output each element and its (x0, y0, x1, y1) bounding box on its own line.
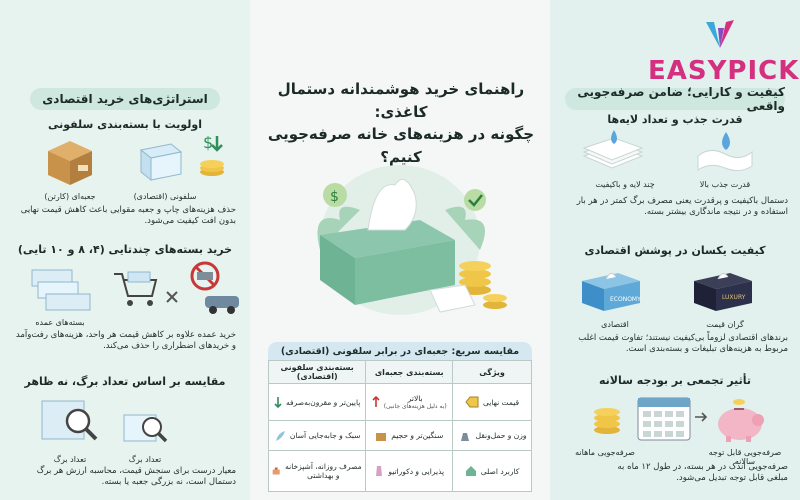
left-s1-title: اولویت با بسته‌بندی سلفونی (47, 118, 203, 131)
col-feature: ویژگی (452, 360, 532, 384)
kitchen-icon (272, 467, 280, 475)
bulk-packs-icon (31, 269, 91, 311)
right-header: کیفیت و کارایی؛ ضامن صرفه‌جویی واقعی (565, 85, 785, 113)
price-tag-icon (465, 396, 479, 408)
right-s3-desc: صرفه‌جویی اندک در هر بسته، در طول ۱۲ ماه… (617, 462, 788, 484)
feature-cell: وزن و حمل‌ونقل (452, 420, 532, 452)
layered-tissue-icon (582, 130, 644, 169)
box-cell: سنگین‌تر و حجیم (365, 420, 454, 452)
right-s1-title: قدرت جذب و تعداد لایه‌ها (607, 113, 743, 126)
home-icon (465, 466, 476, 477)
feature-label: کاربرد اصلی (480, 466, 520, 476)
cello-cell: مصرف روزانه، آشپزخانه و بهداشتی (267, 450, 367, 492)
absorb-tissue-icon (697, 132, 753, 172)
table-row: قیمت نهایی بالاتر(به دلیل هزینه‌های جانب… (267, 382, 532, 422)
cap-monthly: صرفه‌جویی ماهانه (575, 448, 635, 457)
box-cell: پذیرایی و دکوراتیو (365, 450, 454, 492)
right-s2-desc: برندهای اقتصادی لزوماً بی‌کیفیت نیستند؛ … (578, 333, 788, 355)
calendar-icon (637, 397, 691, 441)
heavy-box-icon (376, 432, 387, 441)
piggy-bank-icon (718, 399, 764, 442)
arrow-right-icon (695, 412, 708, 422)
luxury-brand: LUXURY (722, 294, 746, 301)
left-s2-title: خرید بسته‌های چندتایی (۴، ۸ و ۱۰ تایی) (17, 243, 233, 256)
col-box: بسته‌بندی جعبه‌ای (365, 360, 454, 384)
right-s1-desc: دستمال باکیفیت و پرقدرت یعنی مصرف برگ کم… (576, 196, 788, 218)
coin-stack-icon (594, 408, 620, 434)
cap-absorb: قدرت جذب بالا (699, 180, 751, 189)
cap-economy: اقتصادی (601, 320, 629, 329)
cello-value: پایین‌تر و مقرون‌به‌صرفه (285, 397, 361, 407)
left-s3-title: مقایسه بر اساس تعداد برگ، نه ظاهر (24, 375, 226, 388)
cap-sheets-b: تعداد برگ (128, 455, 162, 464)
box-value-main: بالاتر (407, 394, 423, 404)
table-row: وزن و حمل‌ونقل سنگین‌تر و حجیم سبک و جاب… (267, 420, 532, 452)
feature-label: قیمت نهایی (483, 397, 520, 407)
economy-brand: ECONOMY (610, 296, 641, 303)
left-s1-desc: حذف هزینه‌های چاپ و جعبه مقوایی باعث کاه… (20, 205, 236, 227)
main-title: راهنمای خرید هوشمندانه دستمال کاغذی: چگو… (262, 78, 540, 168)
weight-icon (460, 432, 469, 441)
cap-cello: سلفونی (اقتصادی) (133, 192, 197, 201)
table-header-row: ویژگی بسته‌بندی جعبه‌ای بسته‌بندی سلفونی… (267, 360, 532, 384)
svg-text:$: $ (330, 189, 339, 205)
pack-magnifier-small-icon (123, 414, 168, 443)
box-value: پذیرایی و دکوراتیو (388, 466, 445, 476)
no-car-icon (190, 261, 239, 314)
comparison-title: مقایسه سریع: جعبه‌ای در برابر سلفونی (اق… (268, 342, 532, 360)
cello-cell: سبک و جابه‌جایی آسان (267, 420, 367, 452)
tissue-box-hero-icon: $ (317, 165, 507, 315)
box-value: سنگین‌تر و حجیم (391, 431, 444, 441)
box-cell: بالاتر(به دلیل هزینه‌های جانبی) (365, 382, 454, 422)
col-cello: بسته‌بندی سلفونی (اقتصادی) (267, 360, 367, 384)
arrow-up-icon (372, 396, 380, 408)
cap-yearly: صرفه‌جویی قابل توجه سالانه (708, 448, 782, 466)
right-s3-title: تأثیر تجمعی بر بودجه سالانه (599, 374, 751, 387)
cello-pack-icon (139, 143, 183, 182)
left-s2-desc: خرید عمده علاوه بر کاهش قیمت هر واحد، هز… (15, 330, 236, 352)
price-down-icon: $ (200, 133, 224, 176)
svg-text:$: $ (203, 133, 213, 152)
cardboard-box-icon (48, 141, 92, 185)
box-value-sub: (به دلیل هزینه‌های جانبی) (383, 403, 447, 411)
cello-cell: پایین‌تر و مقرون‌به‌صرفه (267, 382, 367, 422)
logo-text: EASYPICK (648, 56, 800, 86)
cap-luxury: گران قیمت (706, 320, 744, 329)
feature-cell: قیمت نهایی (452, 382, 532, 422)
arrow-down-icon (274, 397, 282, 409)
table-row: کاربرد اصلی پذیرایی و دکوراتیو مصرف روزا… (267, 450, 532, 492)
box-value: بالاتر(به دلیل هزینه‌های جانبی) (384, 394, 447, 410)
cap-bulk: بسته‌های عمده (35, 318, 85, 327)
feature-cell: کاربرد اصلی (452, 450, 532, 492)
cap-sheets-a: تعداد برگ (53, 455, 87, 464)
feature-label: وزن و حمل‌ونقل (475, 431, 527, 441)
cello-value: سبک و جابه‌جایی آسان (289, 431, 361, 441)
feather-icon (275, 430, 285, 441)
cap-box: جعبه‌ای (کارتن) (44, 192, 96, 201)
economy-box-icon: ECONOMY (582, 273, 641, 311)
cart-icon (114, 271, 158, 306)
title-line-1: راهنمای خرید هوشمندانه دستمال کاغذی: (277, 80, 525, 121)
left-header: استراتژی‌های خرید اقتصادی (30, 88, 220, 110)
cello-value: مصرف روزانه، آشپزخانه و بهداشتی (285, 462, 362, 481)
right-s2-title: کیفیت یکسان در پوشش اقتصادی (584, 244, 766, 257)
comparison-table: ویژگی بسته‌بندی جعبه‌ای بسته‌بندی سلفونی… (267, 360, 532, 492)
title-line-2: چگونه در هزینه‌های خانه صرفه‌جویی کنیم؟ (267, 125, 535, 166)
logo-bunny-icon (706, 20, 734, 48)
cross-icon (166, 291, 178, 303)
luxury-box-icon: LUXURY (694, 273, 752, 311)
pack-magnifier-large-icon (41, 400, 98, 441)
left-s3-desc: معیار درست برای سنجش قیمت، محاسبه ارزش ه… (36, 466, 236, 488)
cap-multi-layer: چند لایه و باکیفیت (595, 180, 655, 189)
vase-icon (376, 466, 383, 477)
